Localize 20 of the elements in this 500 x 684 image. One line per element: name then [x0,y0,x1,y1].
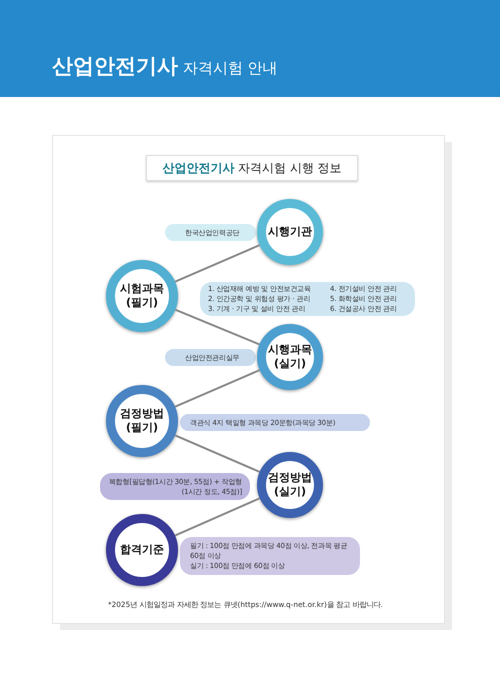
circle-label: 검정방법 (필기) [119,406,165,436]
info-pill [180,537,360,575]
connector-line [174,497,260,536]
circle-label: 시행과목 (실기) [267,342,313,372]
circle-label: 시행기관 [267,224,313,240]
info-pill [165,224,256,241]
info-pill [165,349,256,366]
circle-label: 검정방법 (실기) [267,470,313,500]
circle-label: 시험과목 (필기) [119,282,165,310]
circle-label: 합격기준 [119,542,165,558]
info-pill [180,414,370,431]
info-pill [200,282,415,316]
connector-line [174,434,260,473]
heading-text: 산업안전기사 자격시험 시행 정보 [162,160,342,176]
connector-line [174,369,260,408]
connector-line [174,308,260,346]
info-pill [100,473,250,500]
heading-box [146,155,358,181]
connector-line [174,244,260,283]
page-title: 산업안전기사 자격시험 안내 [52,53,278,80]
